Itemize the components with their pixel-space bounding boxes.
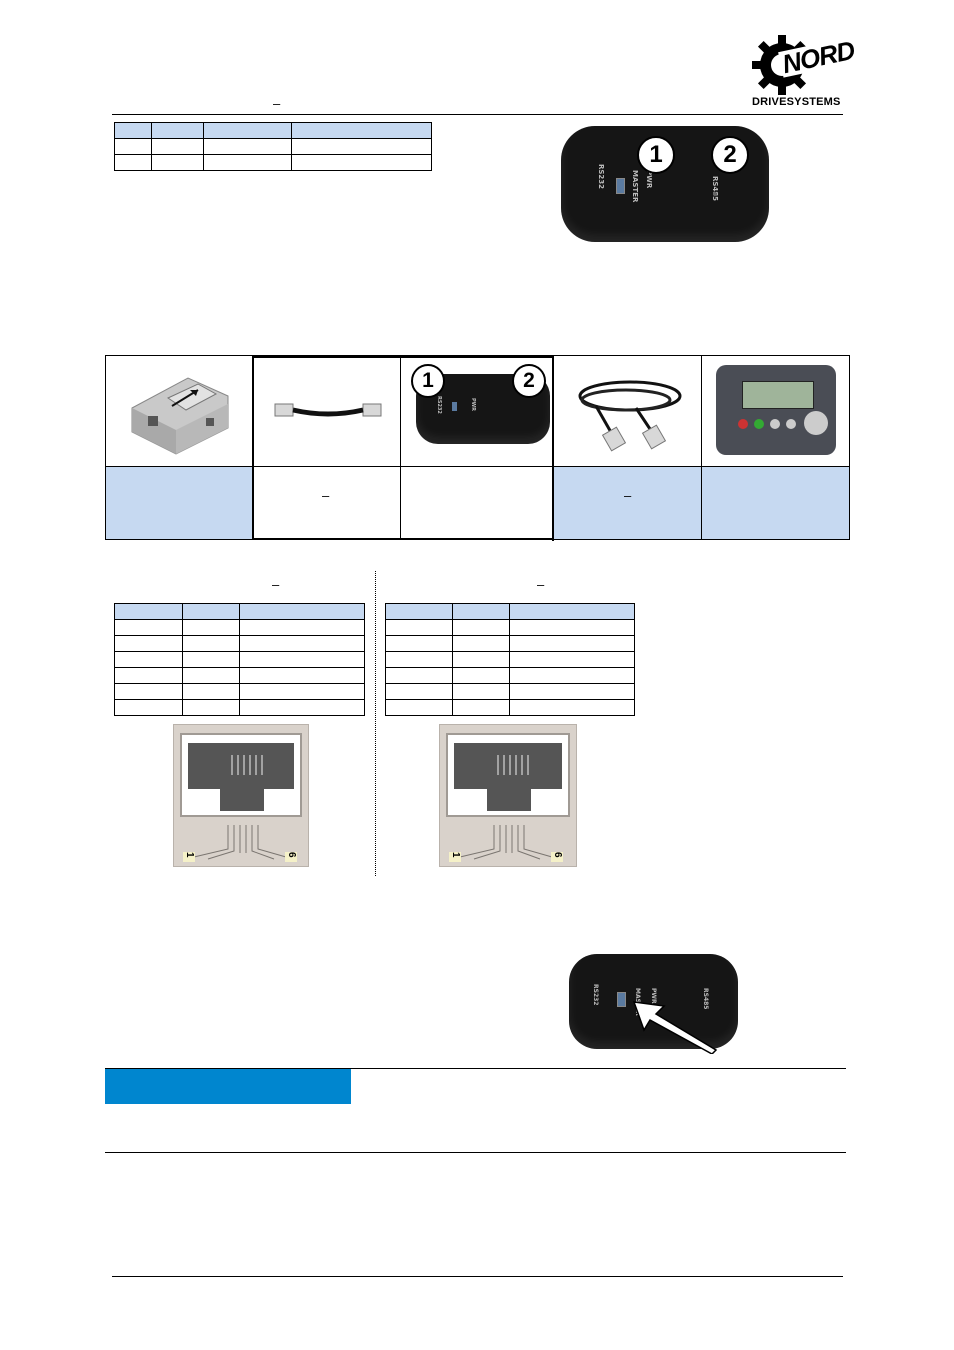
rj12-socket-right: 1 6 (439, 724, 577, 867)
components-label-cell-5 (702, 467, 849, 539)
pinout-table-left (114, 603, 365, 716)
pinout-left-dash: – (272, 577, 280, 592)
table-row (114, 667, 365, 684)
table-row (385, 651, 635, 668)
device-label-rs485: RS485 (711, 176, 719, 202)
pointer-arrow-icon (632, 1001, 718, 1054)
table-row (114, 154, 432, 171)
table-row (114, 635, 365, 652)
control-box-image (716, 365, 836, 455)
control-box-display (742, 381, 814, 409)
switch-photo-label-rs232: RS232 (592, 984, 599, 1006)
table-row (385, 683, 635, 700)
status-led (713, 192, 717, 196)
section-divider-dotted (375, 571, 376, 876)
header-rule (112, 114, 843, 115)
components-table: – RS232 PWR 1 2 – (105, 355, 850, 541)
section-rule-bottom (105, 1152, 846, 1153)
callout-2: 2 (711, 136, 749, 174)
components-dash-1: – (322, 488, 330, 503)
pin-label-6-left: 6 (285, 852, 297, 862)
intro-table (114, 122, 432, 171)
pin-label-1-left: 1 (183, 852, 195, 862)
table-row (385, 635, 635, 652)
thumb-label-pwr: PWR (470, 398, 476, 412)
master-switch (616, 178, 625, 194)
section-rule-top (105, 1068, 846, 1069)
pinout-right-dash: – (537, 577, 545, 592)
table-row (385, 699, 635, 716)
nord-logo: NORD DRIVESYSTEMS (752, 34, 859, 112)
table-row (385, 667, 635, 684)
rj12-contacts-left (193, 755, 287, 860)
table-row (114, 619, 365, 636)
table-row (385, 619, 635, 636)
components-callout-1: 1 (411, 364, 445, 398)
table-row (114, 138, 432, 155)
table-header-row (114, 603, 365, 620)
footer-rule (112, 1276, 843, 1277)
section-heading-bar (105, 1069, 351, 1104)
patch-cable-image (271, 392, 385, 432)
table-row (114, 699, 365, 716)
rj12-socket-left: 1 6 (173, 724, 309, 867)
header-dash: – (273, 96, 281, 111)
table-row (114, 651, 365, 668)
pin-label-6-right: 6 (551, 852, 563, 862)
components-label-cell-1 (106, 467, 252, 539)
logo-tagline: DRIVESYSTEMS (752, 96, 841, 108)
components-callout-2: 2 (512, 364, 546, 398)
components-dash-2: – (624, 488, 632, 503)
master-switch-highlight (617, 992, 626, 1007)
device-label-rs232: RS232 (597, 164, 605, 190)
long-cable-image (566, 368, 690, 454)
converter-switch-photo: RS232 MASTER PWR RS485 (569, 954, 738, 1049)
rj12-contacts-right (459, 755, 553, 860)
components-label-cell-4 (554, 467, 701, 539)
table-header-row (114, 122, 432, 139)
thumb-label-rs232: RS232 (436, 396, 442, 414)
pin-label-1-right: 1 (449, 852, 461, 862)
callout-1: 1 (637, 136, 675, 174)
pinout-table-right (385, 603, 635, 716)
device-label-master: MASTER (631, 170, 639, 203)
inverter-housing-image (128, 368, 232, 456)
table-header-row (385, 603, 635, 620)
table-row (114, 683, 365, 700)
